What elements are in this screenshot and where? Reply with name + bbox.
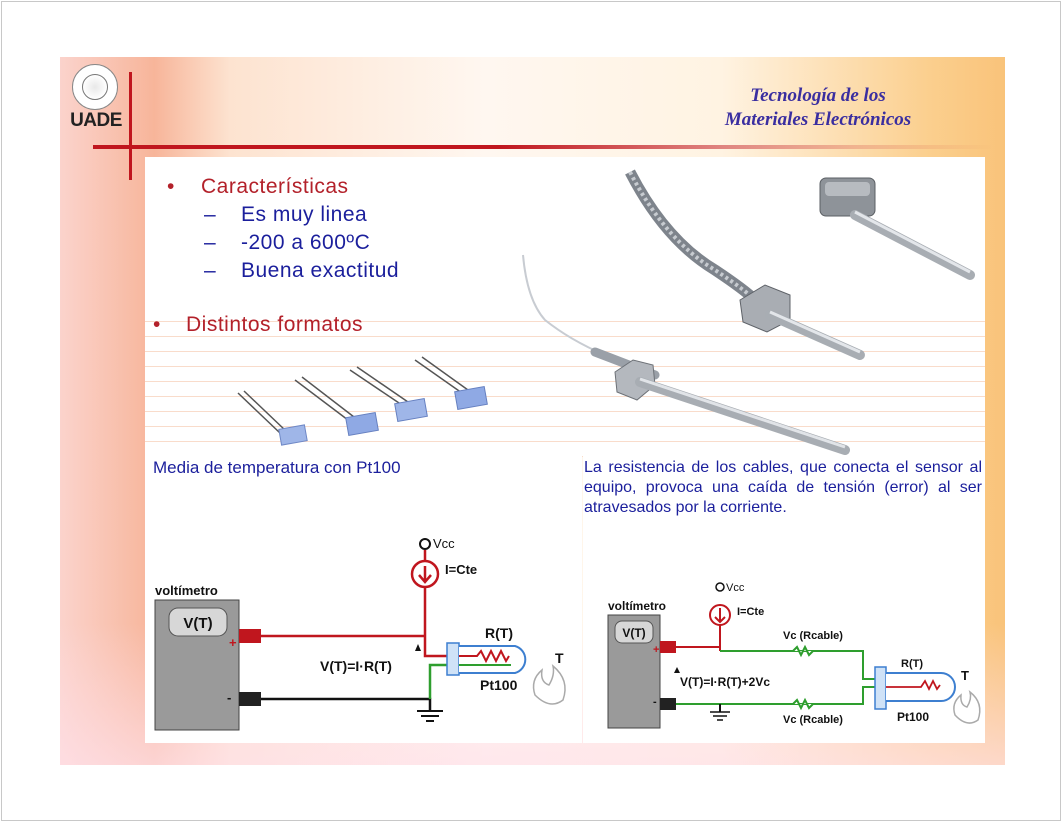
bullet-dot: • xyxy=(153,313,161,336)
bullet-characteristics: Características xyxy=(201,175,349,198)
bullet-formats: Distintos formatos xyxy=(186,313,364,336)
flame-icon xyxy=(532,664,566,705)
header-divider-horizontal xyxy=(93,145,993,149)
probe-pt100-sensors-image xyxy=(522,169,975,455)
header-divider-vertical xyxy=(129,72,132,180)
right-plus-sign: + xyxy=(653,644,659,656)
left-sensor-label: Pt100 xyxy=(480,677,518,693)
sub-dash: – xyxy=(204,231,217,254)
right-vcc-label: Vcc xyxy=(726,582,745,594)
right-cable-bottom-label: Vc (Rcable) xyxy=(783,714,843,726)
flat-sensor-4 xyxy=(414,356,469,394)
uade-logo: UADE xyxy=(69,64,123,134)
sub-range: -200 a 600ºC xyxy=(241,231,371,254)
sub-accuracy: Buena exactitud xyxy=(241,259,400,282)
left-plus-sign: + xyxy=(229,635,237,650)
left-sensor-connector xyxy=(446,642,460,676)
left-vcc-label: Vcc xyxy=(433,536,455,551)
sub-dash: – xyxy=(204,203,217,226)
right-cable-top-label: Vc (Rcable) xyxy=(783,630,843,642)
course-title-line1: Tecnología de los xyxy=(750,85,886,106)
right-sensor-connector xyxy=(874,666,887,710)
flat-sensor-2 xyxy=(294,376,355,421)
flat-pt100-sensors-image xyxy=(237,356,488,446)
university-seal-icon xyxy=(72,64,118,110)
sub-dash: – xyxy=(204,259,217,282)
bullet-dot: • xyxy=(167,175,175,198)
logo-text: UADE xyxy=(70,110,122,131)
right-black-terminal xyxy=(660,698,676,710)
right-voltmeter-label: voltímetro xyxy=(608,599,666,613)
left-current-label: I=Cte xyxy=(445,562,477,577)
right-resistor-label: R(T) xyxy=(901,658,923,670)
course-title: Tecnología de los Materiales Electrónico… xyxy=(668,84,968,132)
left-resistor-label: R(T) xyxy=(485,625,513,641)
right-equation: V(T)=I·R(T)+2Vc xyxy=(680,675,770,689)
left-equation: V(T)=I·R(T) xyxy=(320,658,392,674)
flat-sensor-3 xyxy=(349,366,409,406)
flame-icon xyxy=(953,689,981,724)
left-black-terminal xyxy=(239,692,261,706)
right-display-text: V(T) xyxy=(622,626,645,640)
right-caption: La resistencia de los cables, que conect… xyxy=(584,459,982,516)
right-current-label: I=Cte xyxy=(737,606,764,618)
left-red-terminal xyxy=(239,629,261,643)
right-minus-sign: - xyxy=(653,696,657,708)
right-circuit-diagram: voltímetro V(T) + - Vc (Rcable) Vc (Rcab… xyxy=(607,582,981,729)
sub-linear: Es muy linea xyxy=(241,203,368,226)
course-title-line2: Materiales Electrónicos xyxy=(724,109,912,130)
right-red-terminal xyxy=(660,641,676,653)
left-voltmeter-label: voltímetro xyxy=(155,583,218,598)
left-display-text: V(T) xyxy=(183,615,212,632)
right-temperature-label: T xyxy=(961,668,969,683)
left-voltmeter-display xyxy=(168,607,228,637)
right-sensor-label: Pt100 xyxy=(897,710,929,724)
left-circuit-diagram: voltímetro V(T) + - Vcc I=Cte R(T) Pt100… xyxy=(154,536,566,731)
left-temperature-label: T xyxy=(555,650,564,666)
left-minus-sign: - xyxy=(227,690,231,705)
right-voltmeter-display xyxy=(614,620,654,644)
left-caption: Media de temperatura con Pt100 xyxy=(153,458,401,477)
flat-sensor-1 xyxy=(237,390,287,434)
